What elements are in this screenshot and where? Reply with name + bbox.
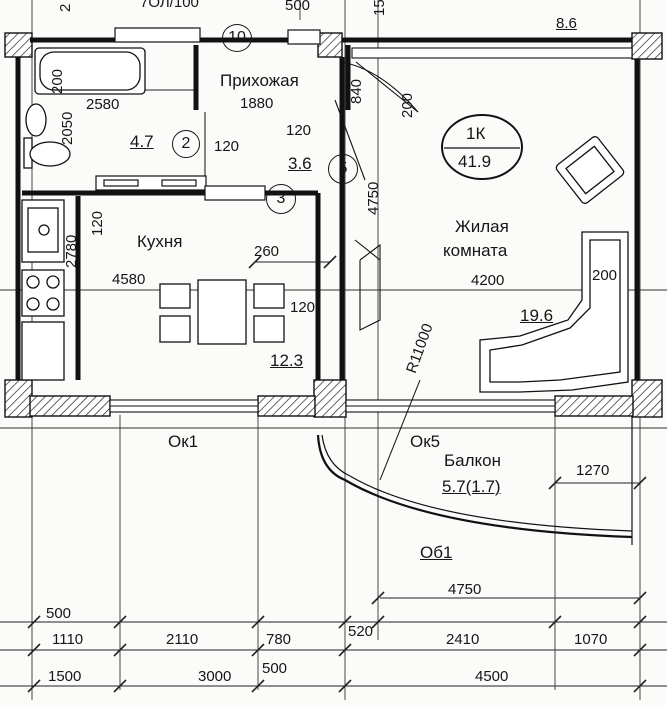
wall-column [317, 32, 343, 58]
washbasin [25, 103, 47, 137]
dim-1880: 1880 [240, 95, 274, 112]
apartment-type: 1К [466, 124, 486, 143]
dim-840: 840 [348, 78, 365, 104]
dim-120-partition: 120 [214, 138, 240, 155]
door-swings [317, 61, 419, 331]
window-label-ok1: Ок1 [168, 432, 199, 451]
apartment-area: 41.9 [458, 152, 492, 171]
dim-1500: 1500 [48, 668, 82, 685]
kitchen-fixtures [21, 199, 65, 381]
armchair [555, 136, 625, 204]
windows [109, 47, 633, 413]
dim-8-6: 8.6 [556, 15, 577, 32]
dim-200-window: 200 [399, 92, 416, 118]
marker-10: 10 [222, 24, 252, 52]
toilet [29, 141, 71, 167]
room-name-living-1: Жилая [455, 217, 509, 236]
room-name-living-2: комната [443, 241, 508, 260]
room-name-kitchen: Кухня [137, 232, 183, 251]
dim-260: 260 [254, 243, 280, 260]
living-furniture [479, 136, 629, 393]
dim-4750-vertical: 4750 [365, 181, 382, 215]
dim-1070: 1070 [574, 631, 608, 648]
room-name-hallway: Прихожая [220, 71, 299, 90]
stove [21, 269, 65, 317]
dining-set [159, 279, 285, 345]
dining-table [197, 279, 247, 345]
dim-200-sofa: 200 [592, 267, 618, 284]
wall-corner [631, 32, 663, 60]
wall-segment [29, 395, 111, 417]
area-bathroom: 4.7 [130, 132, 154, 151]
balcony-fence [316, 379, 633, 545]
wall-corner [4, 32, 33, 58]
walls [4, 32, 663, 418]
dim-120-column: 120 [290, 299, 316, 316]
dim-2050: 2050 [59, 111, 76, 145]
dim-2580: 2580 [86, 96, 120, 113]
dim-1110: 1110 [52, 631, 84, 648]
top-label-fragment: 2 [57, 3, 74, 12]
dim-4200: 4200 [471, 272, 505, 289]
marker-3: 3 [266, 184, 296, 214]
wall-segment [257, 395, 316, 417]
dim-2780: 2780 [63, 234, 80, 268]
dim-1270: 1270 [576, 462, 610, 479]
dim-4500: 4500 [475, 668, 509, 685]
top-label-fragment: 7ОЛ/100 [140, 0, 199, 11]
bathroom-fixtures [23, 47, 146, 169]
window-top [351, 47, 633, 59]
dim-500-top: 500 [285, 0, 311, 14]
fence-label-ob1: Об1 [420, 543, 453, 562]
dim-2410: 2410 [446, 631, 480, 648]
wall-column [313, 379, 347, 418]
area-kitchen: 12.3 [270, 351, 304, 370]
dim-4580: 4580 [112, 271, 146, 288]
dim-520: 520 [348, 623, 374, 640]
dim-120-hall: 120 [286, 122, 312, 139]
wall-blocks [95, 27, 321, 201]
dim-3000: 3000 [198, 668, 232, 685]
dim-780: 780 [266, 631, 292, 648]
dim-2110: 2110 [166, 631, 199, 648]
area-hall: 3.6 [288, 154, 312, 173]
dim-4750: 4750 [448, 581, 482, 598]
marker-5: 5 [328, 154, 358, 184]
dim-500-a: 500 [46, 605, 72, 622]
marker-2: 2 [172, 130, 200, 158]
window-label-ok5: Ок5 [410, 432, 441, 451]
area-living: 19.6 [520, 306, 554, 325]
top-label-fragment: 15 [371, 0, 388, 16]
wall-segment [554, 395, 634, 417]
dim-500-b: 500 [262, 660, 288, 677]
dim-120-kitchen: 120 [89, 210, 106, 236]
dim-200-bathtub: 200 [49, 68, 66, 94]
apartment-ellipse [441, 114, 523, 180]
wall-corner [4, 379, 33, 418]
wall-corner [631, 379, 663, 418]
area-balcony: 5.7(1.7) [442, 477, 501, 496]
room-name-balcony: Балкон [444, 451, 502, 470]
